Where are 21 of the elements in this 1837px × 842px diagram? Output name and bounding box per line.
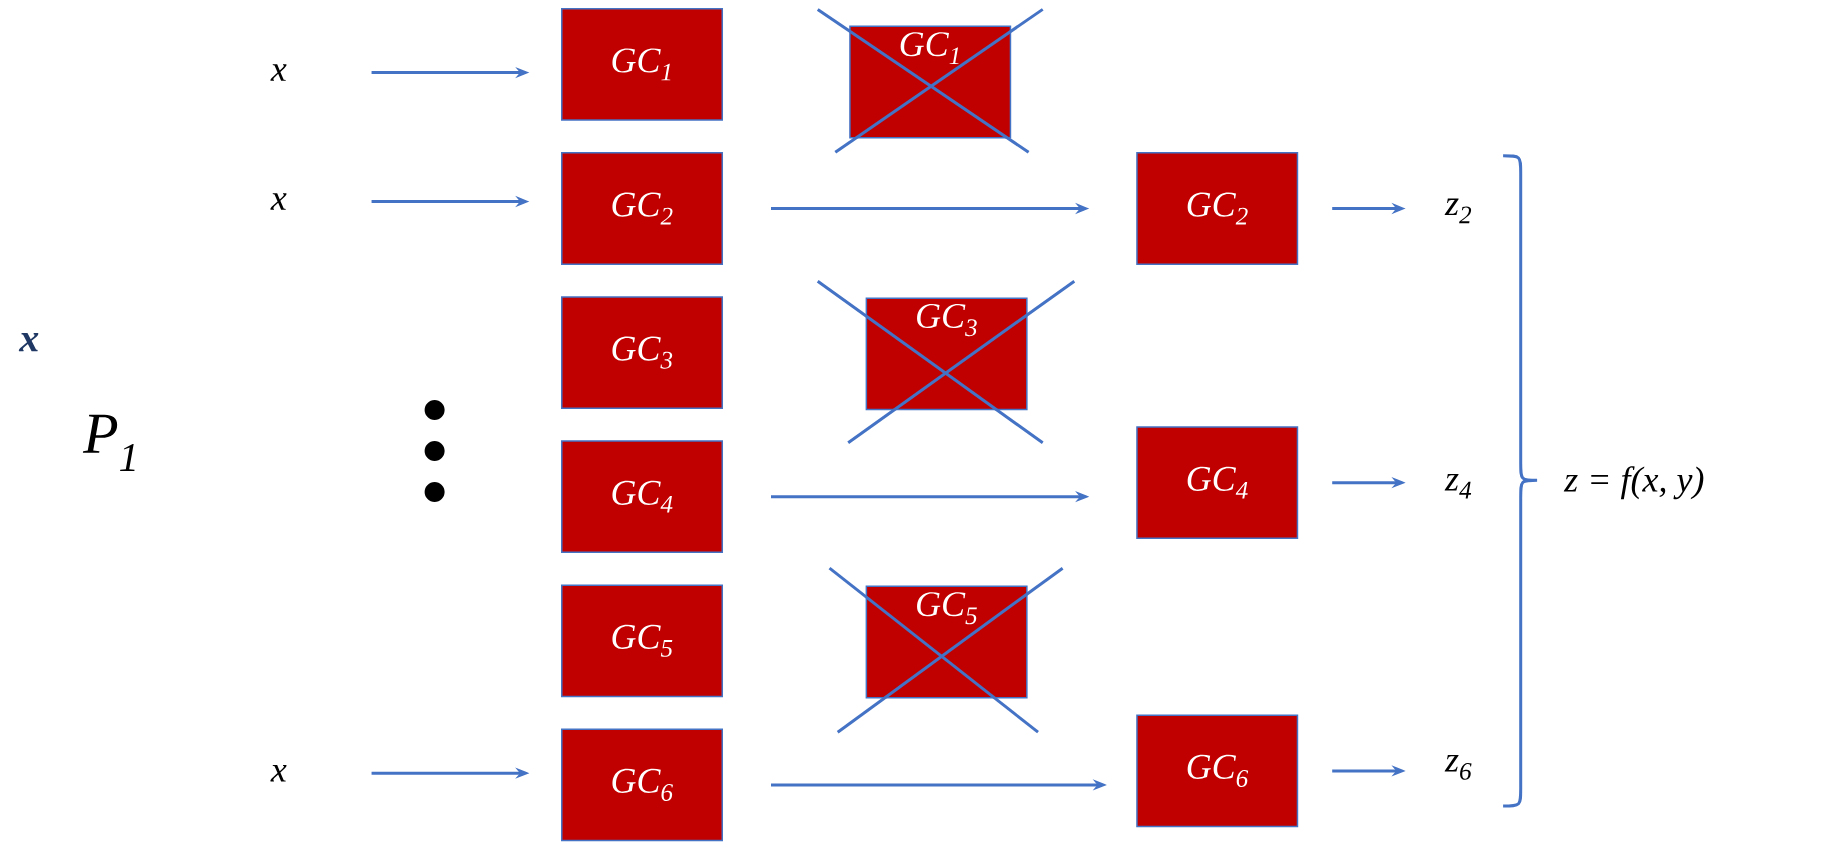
crossed-out-box: GC$_{3}$	[816, 279, 1076, 444]
gate-box: GC$_{5}$	[561, 584, 723, 698]
gate-box: GC$_{2}$	[561, 152, 723, 265]
gate-box: GC$_{6}$	[1136, 714, 1299, 828]
variable-label: z$_{6}$	[1444, 754, 1472, 780]
crossed-out-box: GC$_{5}$	[828, 566, 1064, 734]
gate-box: GC$_{3}$	[561, 296, 723, 409]
crossed-out-box: GC$_{1}$	[816, 8, 1044, 154]
gate-box: GC$_{6}$	[561, 728, 723, 842]
bold-variable-label: x	[18, 332, 39, 352]
panel-label: P$_{1}$	[82, 414, 135, 471]
gate-box: GC$_{4}$	[1136, 426, 1299, 540]
variable-label: z$_{4}$	[1444, 473, 1472, 499]
function-label: z = f(x, y)	[1563, 466, 1704, 500]
variable-label: x	[270, 64, 287, 81]
gate-box: GC$_{2}$	[1136, 152, 1299, 265]
variable-label: x	[270, 193, 287, 210]
variable-label: z$_{2}$	[1444, 198, 1472, 224]
variable-label: x	[270, 764, 287, 782]
gate-box: GC$_{4}$	[561, 440, 723, 554]
gate-box: GC$_{1}$	[561, 8, 723, 121]
